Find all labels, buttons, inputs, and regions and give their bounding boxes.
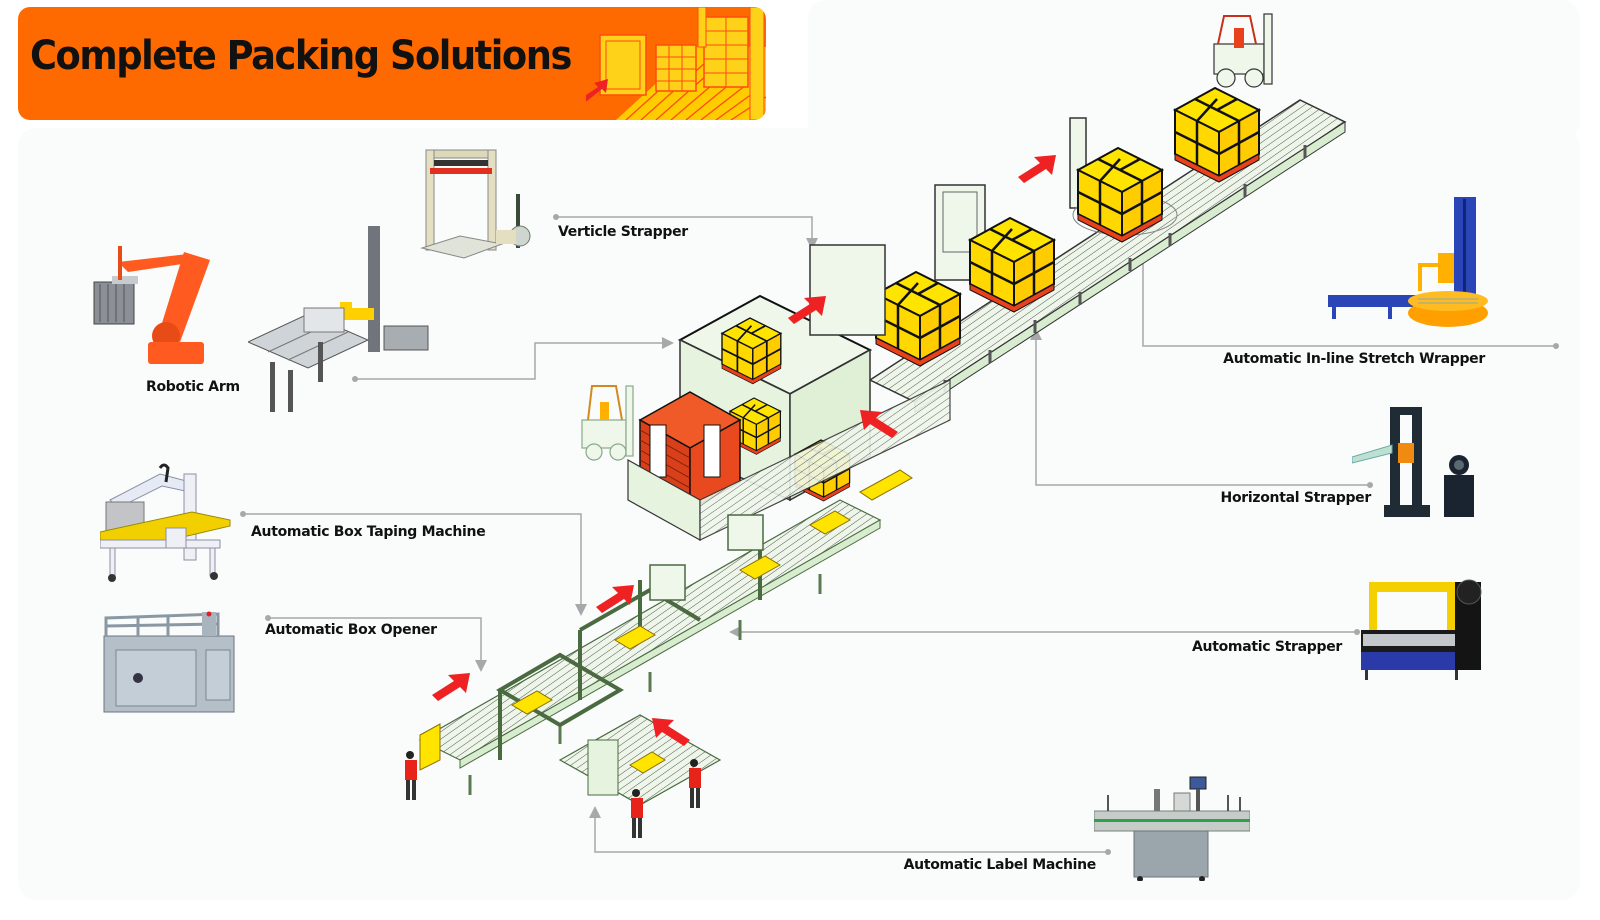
label-box-taping: Automatic Box Taping Machine	[251, 524, 486, 540]
verticle-strapper-image	[420, 149, 531, 259]
label-box-opener: Automatic Box Opener	[265, 622, 437, 638]
connector-lines	[243, 216, 1556, 853]
automatic-strapper-image	[1361, 579, 1482, 680]
label-machine-image	[1094, 776, 1250, 881]
connector-box-opener	[268, 617, 487, 672]
banner-illustration	[586, 7, 766, 120]
worker-figures	[405, 751, 701, 838]
page-title: Complete Packing Solutions	[30, 33, 572, 79]
box-opener-image	[103, 611, 235, 713]
horizontal-strapper-image	[1352, 407, 1474, 517]
connector-stretch-wrapper	[1137, 248, 1556, 347]
title-banner: Complete Packing Solutions	[18, 7, 766, 120]
label-stretch-wrapper: Automatic In-line Stretch Wrapper	[1223, 351, 1485, 367]
connector-label-machine	[589, 806, 1108, 853]
robotic-arm-image	[93, 246, 210, 364]
connector-robotic-arm	[355, 337, 674, 380]
connector-box-taping	[243, 513, 587, 616]
label-verticle-strapper: Verticle Strapper	[558, 224, 688, 240]
box-taping-image	[100, 463, 231, 582]
connector-verticle-strapper	[556, 216, 818, 250]
connector-horizontal-strapper	[1030, 328, 1370, 486]
conveyor-line	[405, 13, 1347, 838]
label-robotic-arm: Robotic Arm	[146, 379, 240, 395]
label-horizontal-strapper: Horizontal Strapper	[1220, 490, 1372, 506]
label-label-machine: Automatic Label Machine	[903, 857, 1097, 873]
label-automatic-strapper: Automatic Strapper	[1192, 639, 1342, 655]
stretch-wrapper-image	[1328, 197, 1488, 327]
palletizer-image	[248, 226, 429, 412]
